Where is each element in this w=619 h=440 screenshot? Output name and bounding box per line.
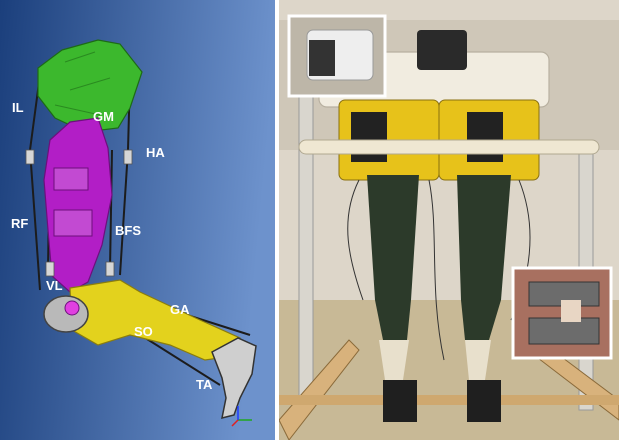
label-bfs: BFS [115, 223, 141, 238]
label-vl: VL [46, 278, 63, 293]
foot-left [383, 380, 417, 422]
cable-bfs [109, 149, 113, 271]
label-ha: HA [146, 145, 165, 160]
shin-right [465, 340, 491, 380]
label-ta: TA [196, 377, 213, 392]
thigh-actuator-upper [53, 167, 89, 191]
connector-il [25, 149, 35, 165]
inset-top-left [287, 14, 387, 98]
knee-joint [43, 295, 89, 333]
cad-leg-svg: IL GM HA RF BFS VL GA SO TA [0, 0, 275, 440]
frame-post-left [298, 69, 314, 401]
connector-rf [45, 261, 55, 277]
pelvis-detail [54, 51, 111, 116]
pelvis-body [37, 39, 143, 133]
robot-photo-svg [279, 0, 619, 440]
foot-right [467, 380, 501, 422]
label-gm: GM [93, 109, 114, 124]
inset-bottom-right [511, 266, 613, 360]
label-rf: RF [11, 216, 28, 231]
frame-base-left [279, 339, 360, 440]
label-il: IL [12, 100, 24, 115]
hip-axle [298, 139, 600, 155]
foot-body [211, 337, 257, 420]
knee-pin [64, 300, 80, 316]
imu-box [417, 30, 467, 70]
cable-connectors [25, 149, 133, 277]
label-ga: GA [170, 302, 190, 317]
leg-left [367, 175, 419, 340]
floor-board [279, 395, 619, 405]
axis-triad [231, 406, 252, 427]
cad-leg-diagram: IL GM HA RF BFS VL GA SO TA [0, 0, 275, 440]
label-so: SO [134, 324, 153, 339]
thigh-actuator-lower [53, 209, 93, 237]
connector-ha [123, 149, 133, 165]
robot-photo [279, 0, 619, 440]
leg-right [457, 175, 511, 340]
connector-bfs [105, 261, 115, 277]
shin-left [379, 340, 409, 380]
thigh-body [43, 117, 113, 293]
